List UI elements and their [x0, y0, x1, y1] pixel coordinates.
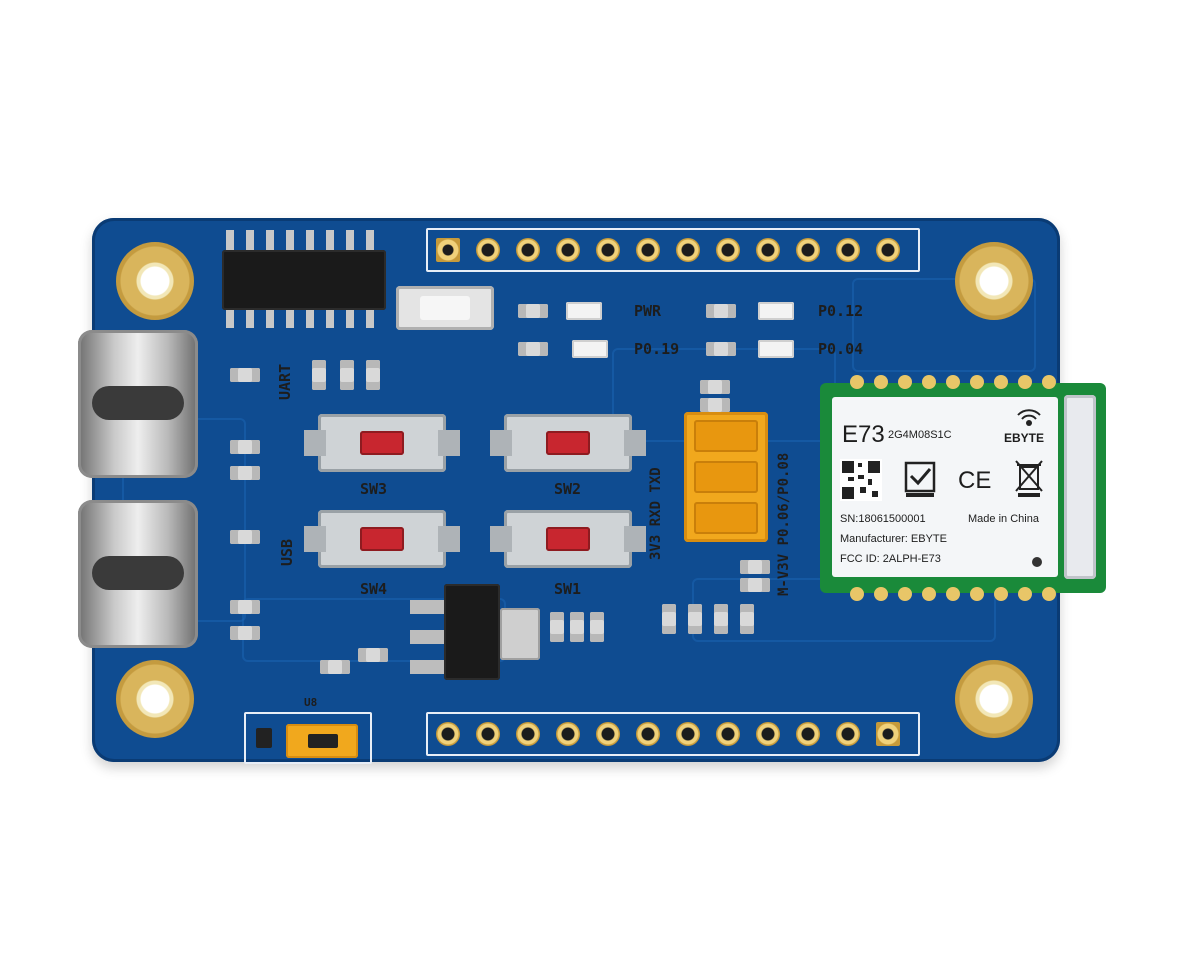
wireless-signal-icon [1017, 409, 1041, 426]
pin-header-bottom [426, 712, 920, 756]
label-header-right: M-V3V P0.06/P0.08 [776, 452, 792, 596]
label-pwr: PWR [634, 302, 662, 320]
mounting-hole-bottom-right [955, 660, 1033, 738]
module-part-number: 2G4M08S1C [888, 429, 952, 441]
led-p0-19 [572, 340, 608, 358]
label-usb: USB [278, 538, 296, 566]
mounting-hole-top-right [955, 242, 1033, 320]
pcb-antenna [1064, 395, 1096, 579]
pin1-marker [1032, 557, 1042, 567]
chip-pins-top [226, 230, 384, 250]
pin-header-top [426, 228, 920, 272]
module-model: E73 [842, 421, 885, 448]
mounting-hole-top-left [116, 242, 194, 320]
module-serial: SN:18061500001 [840, 513, 926, 525]
button-sw3[interactable] [304, 414, 460, 472]
button-sw4[interactable] [304, 510, 460, 568]
module-made-in: Made in China [968, 513, 1039, 525]
e73-wireless-module: E73 2G4M08S1C EBYTE CE SN [820, 375, 1106, 601]
label-uart: UART [276, 363, 294, 400]
weee-bin-icon [1015, 460, 1043, 497]
module-fcc-id: FCC ID: 2ALPH-E73 [840, 553, 941, 565]
led-p0-04 [758, 340, 794, 358]
usb-c-connector-usb[interactable] [78, 500, 198, 648]
label-sw2: SW2 [554, 480, 582, 498]
label-header-mid: 3V3 RXD TXD [648, 467, 664, 560]
jumper-block[interactable] [684, 412, 768, 542]
chip-pins-bottom [226, 310, 384, 328]
button-sw1[interactable] [490, 510, 646, 568]
label-sw1: SW1 [554, 580, 582, 598]
module-label: E73 2G4M08S1C EBYTE CE SN [832, 397, 1058, 577]
usb-uart-chip [222, 250, 386, 310]
crystal-oscillator [396, 286, 494, 330]
voltage-regulator [444, 584, 500, 680]
button-sw2[interactable] [490, 414, 646, 472]
u8-switch-outline [244, 712, 372, 764]
certification-check-icon [904, 461, 936, 497]
usb-c-connector-uart[interactable] [78, 330, 198, 478]
module-brand: EBYTE [1004, 431, 1045, 445]
label-p0-12: P0.12 [818, 302, 864, 320]
label-sw3: SW3 [360, 480, 388, 498]
label-u8: U8 [304, 696, 318, 709]
qr-code-icon [840, 459, 882, 501]
led-pwr [566, 302, 602, 320]
slide-switch-u8[interactable] [286, 724, 358, 758]
ce-mark: CE [958, 467, 992, 494]
label-p0-04: P0.04 [818, 340, 864, 358]
mounting-hole-bottom-left [116, 660, 194, 738]
module-manufacturer: Manufacturer: EBYTE [840, 533, 947, 545]
led-p0-12 [758, 302, 794, 320]
label-sw4: SW4 [360, 580, 388, 598]
label-p0-19: P0.19 [634, 340, 680, 358]
